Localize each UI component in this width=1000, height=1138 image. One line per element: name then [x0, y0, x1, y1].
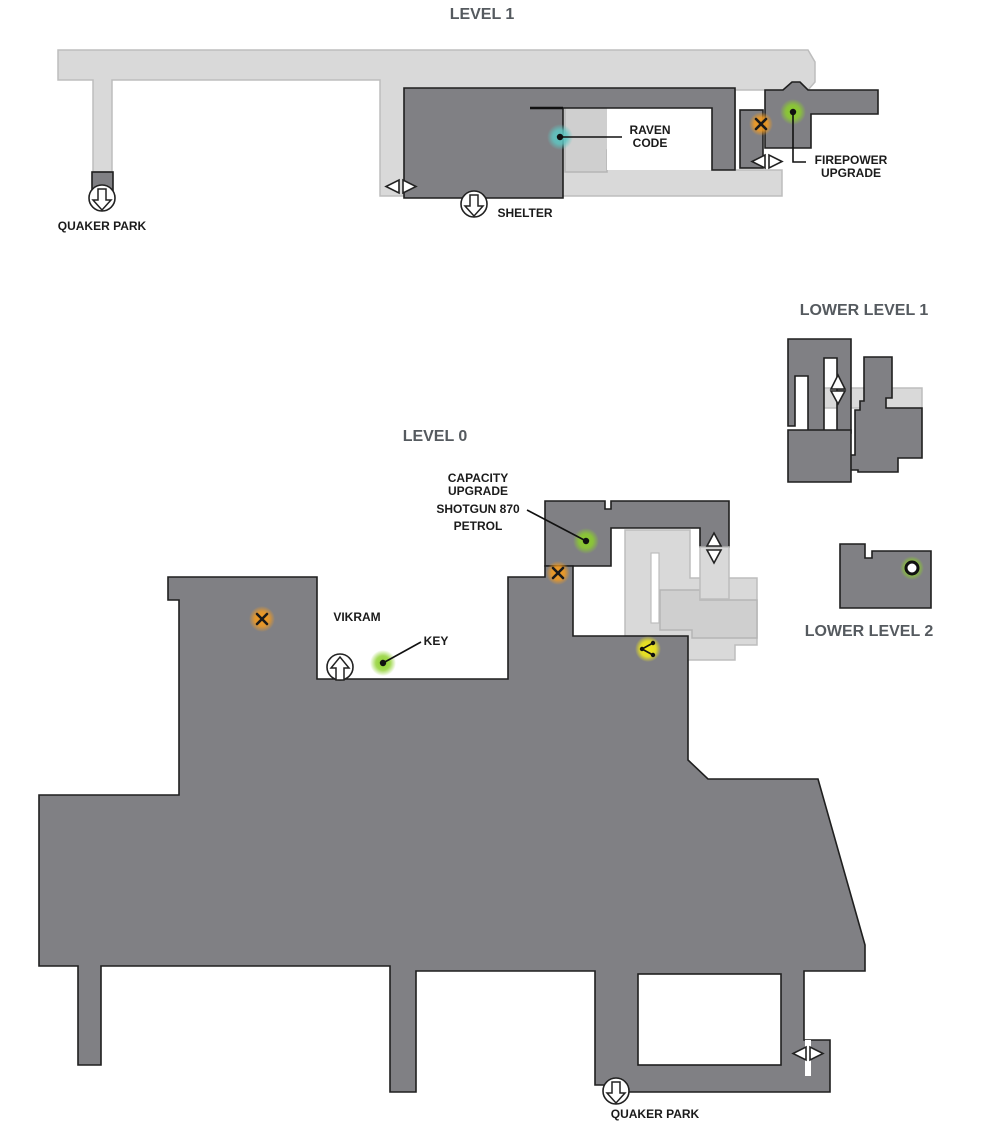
leader-line: [792, 112, 806, 163]
ring-objective-icon[interactable]: [900, 556, 924, 580]
key-label: KEY: [424, 634, 449, 648]
door-arrows-icon[interactable]: [384, 178, 418, 195]
stairs-updown-icon[interactable]: [829, 373, 847, 406]
stairs-updown-icon[interactable]: [705, 531, 723, 565]
capacity-label-1: CAPACITY: [448, 471, 508, 485]
stairs-down-icon[interactable]: [460, 190, 488, 218]
lower-level-1-area: [787, 338, 923, 483]
stairs-down-icon[interactable]: [88, 184, 116, 212]
level-1-main-room: [403, 87, 736, 199]
raven-code-label-1: RAVEN: [629, 123, 670, 137]
level-0-north-room-ghost: [699, 546, 730, 600]
firepower-label-2: UPGRADE: [821, 166, 881, 180]
door-arrows-icon[interactable]: [791, 1045, 825, 1062]
level-1-title: LEVEL 1: [450, 6, 515, 23]
level-0-courtyard: [637, 973, 782, 1066]
level-0-door-gap: [805, 1040, 811, 1076]
level-0-main-floor: [38, 565, 866, 1093]
capacity-label-2: UPGRADE: [448, 484, 508, 498]
leader-line: [382, 641, 422, 664]
quaker-park-label-top: QUAKER PARK: [58, 219, 147, 233]
x-marker-icon[interactable]: [546, 561, 570, 585]
level-1-void: [607, 108, 713, 170]
firepower-label-1: FIREPOWER: [815, 153, 888, 167]
share-node-icon[interactable]: [635, 636, 661, 662]
lower-level-1-title: LOWER LEVEL 1: [800, 302, 929, 319]
lower-level-2-title: LOWER LEVEL 2: [805, 623, 934, 640]
raven-code-label-2: CODE: [633, 136, 668, 150]
lower-level-1-rooms-b: [787, 356, 923, 483]
level-0-title: LEVEL 0: [403, 428, 468, 445]
quaker-park-label-bottom: QUAKER PARK: [611, 1107, 700, 1121]
leader-line: [526, 509, 587, 542]
petrol-label: PETROL: [454, 519, 503, 533]
shotgun-label: SHOTGUN 870: [436, 502, 520, 516]
stairs-down-icon[interactable]: [602, 1077, 630, 1105]
vikram-label: VIKRAM: [333, 610, 380, 624]
level-0-overlay-void: [650, 552, 660, 624]
door-arrows-icon[interactable]: [750, 153, 784, 170]
x-marker-icon[interactable]: [749, 112, 773, 136]
shelter-label: SHELTER: [497, 206, 552, 220]
level-0-area: [38, 500, 866, 1093]
stairs-up-icon[interactable]: [326, 653, 354, 681]
x-marker-icon[interactable]: [249, 606, 275, 632]
